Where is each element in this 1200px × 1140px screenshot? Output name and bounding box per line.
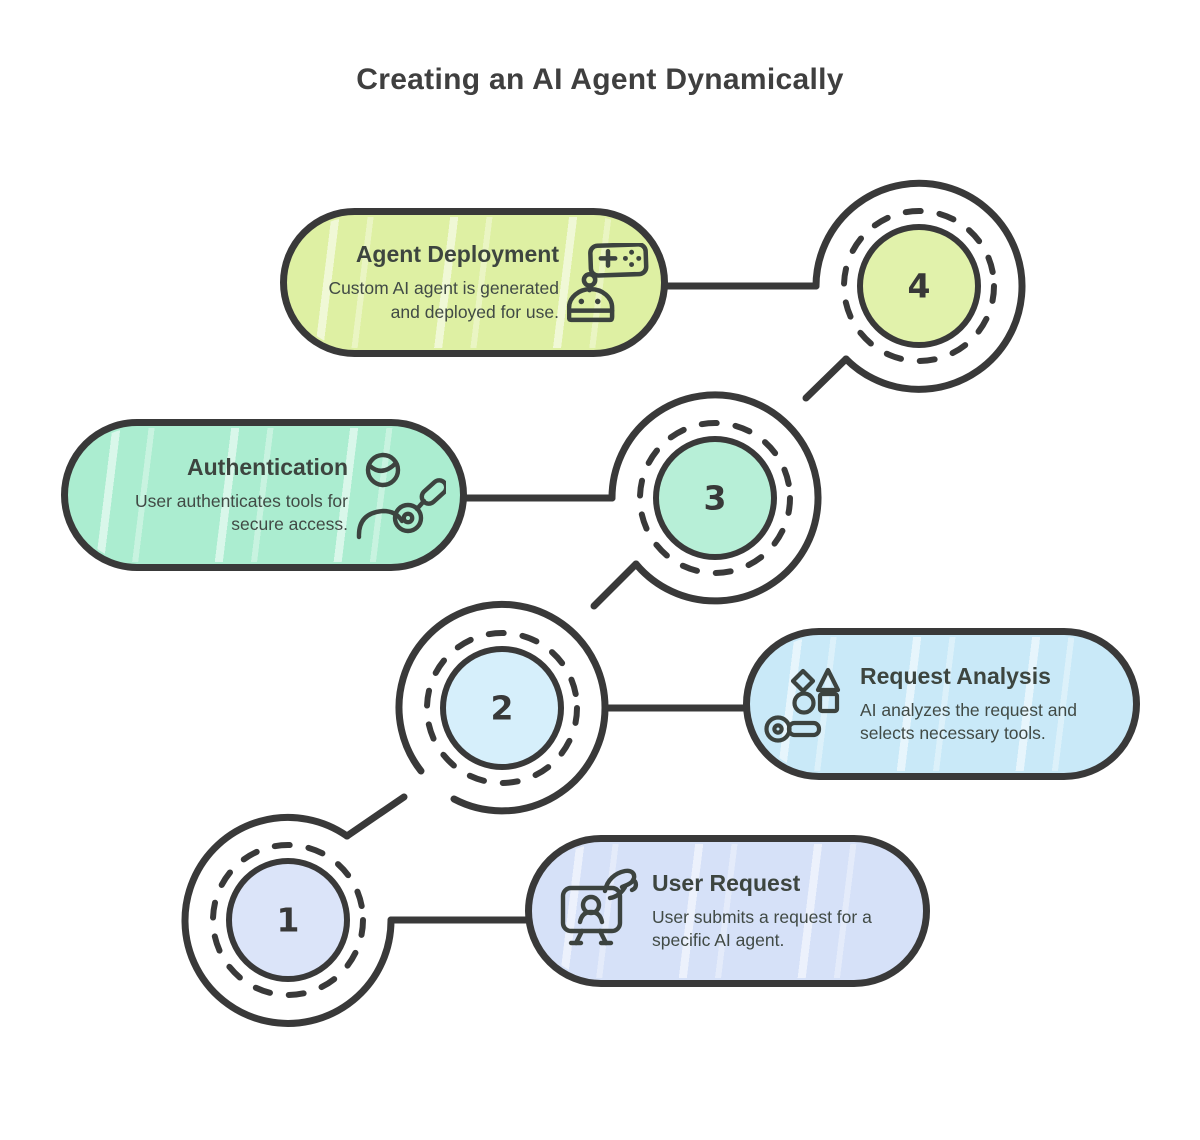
step-ring-2b	[395, 600, 609, 775]
step-number-2: 2	[490, 688, 514, 728]
step-card-title: Authentication	[187, 453, 348, 480]
step-circle-3	[653, 436, 777, 560]
step-ring-3	[608, 391, 822, 605]
step-card-request-analysis: Request Analysis AI analyzes the request…	[743, 628, 1140, 780]
step-number-4: 4	[907, 266, 931, 306]
step-card-authentication: Authentication User authenticates tools …	[61, 419, 467, 571]
step-card-description: User submits a request for a specific AI…	[652, 906, 872, 950]
step-dashed-ring-2	[424, 630, 580, 786]
step-number-3: 3	[703, 478, 727, 518]
shapes-key-icon	[762, 661, 846, 747]
monitor-user-hand-icon	[548, 861, 640, 961]
step-card-text: Request Analysis AI analyzes the request…	[860, 663, 1115, 746]
step-circle-1	[226, 858, 350, 982]
step-card-description: AI analyzes the request and selects nece…	[860, 699, 1077, 743]
diagonal-link-1-2	[343, 793, 408, 840]
step-ring-4	[812, 179, 1026, 393]
step-card-title: Request Analysis	[860, 662, 1051, 689]
robot-chat-icon	[567, 242, 649, 323]
step-dashed-ring-4	[841, 208, 997, 364]
diagonal-link-3-2	[590, 560, 640, 610]
step-card-text: User Request User submits a request for …	[652, 870, 909, 953]
step-card-text: Authentication User authenticates tools …	[98, 454, 348, 537]
step-ring-2a	[450, 704, 609, 815]
step-card-text: Agent Deployment Custom AI agent is gene…	[321, 241, 559, 324]
step-card-description: User authenticates tools for secure acce…	[134, 490, 348, 534]
page-title: Creating an AI Agent Dynamically	[356, 63, 844, 96]
step-dashed-ring-3	[637, 420, 793, 576]
step-card-user-request: User Request User submits a request for …	[525, 835, 930, 987]
step-card-agent-deployment: Agent Deployment Custom AI agent is gene…	[280, 208, 668, 357]
step-ring-1	[181, 813, 395, 1027]
step-card-title: User Request	[652, 869, 801, 896]
step-circle-2	[440, 646, 564, 770]
step-dashed-ring-1	[210, 842, 366, 998]
step-card-title: Agent Deployment	[355, 241, 559, 268]
diagonal-link-4-3	[802, 355, 850, 402]
person-key-icon	[356, 445, 446, 545]
step-number-1: 1	[276, 900, 300, 940]
step-circle-4	[857, 224, 981, 348]
step-card-description: Custom AI agent is generated and deploye…	[328, 278, 559, 322]
